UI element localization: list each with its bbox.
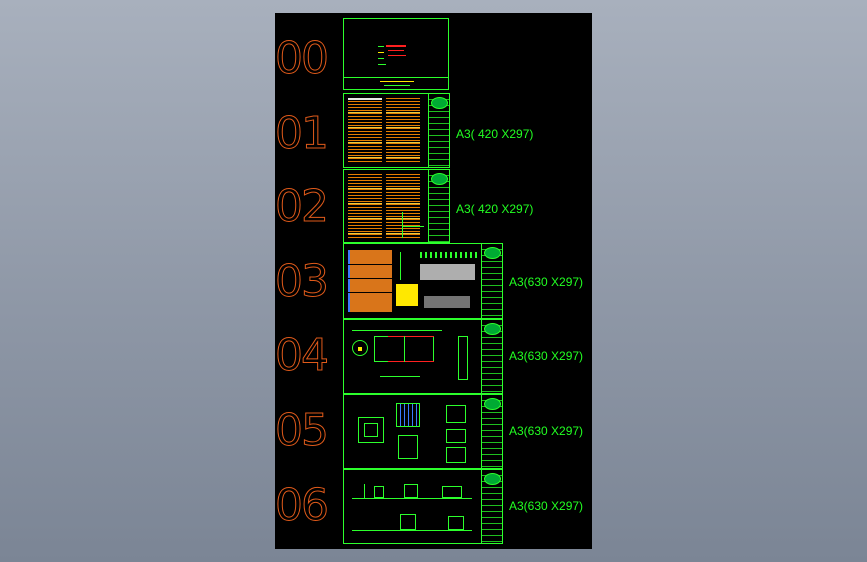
sheet-06-format-label: A3(630 X297) [509, 499, 584, 513]
sheet-number-03: 03 [275, 256, 330, 307]
sheet-03-frame[interactable] [343, 243, 503, 319]
sheet-04-title-block [481, 320, 502, 393]
cover-sheet-frame[interactable] [343, 18, 449, 90]
sheet-06-frame[interactable] [343, 469, 503, 544]
sheet-02-format-label: A3( 420 X297) [456, 202, 534, 216]
sheet-04-frame[interactable] [343, 319, 503, 394]
sheet-02-notes-left [348, 174, 382, 238]
sheet-05-frame[interactable] [343, 394, 503, 469]
sheet-number-04: 04 [275, 330, 330, 381]
sheet-02-notes-right [386, 174, 420, 238]
sheet-01-frame[interactable] [343, 93, 450, 168]
cad-model-space[interactable]: 00 01 02 03 04 05 06 A3( 420 X297) A3( 4… [275, 13, 592, 549]
sheet-02-frame[interactable] [343, 169, 450, 243]
sheet-number-01: 01 [275, 108, 330, 159]
sheet-05-title-block [481, 395, 502, 468]
sheet-number-02: 02 [275, 181, 330, 232]
sheet-01-notes-right [386, 98, 420, 163]
sheet-04-format-label: A3(630 X297) [509, 349, 584, 363]
sheet-number-00: 00 [275, 33, 330, 84]
sheet-05-format-label: A3(630 X297) [509, 424, 584, 438]
sheet-03-title-block [481, 244, 502, 318]
sheet-01-notes-left [348, 98, 382, 163]
sheet-03-format-label: A3(630 X297) [509, 275, 584, 289]
sheet-06-title-block [481, 470, 502, 543]
sheet-number-06: 06 [275, 480, 330, 531]
sheet-01-format-label: A3( 420 X297) [456, 127, 534, 141]
sheet-number-05: 05 [275, 405, 330, 456]
sheet-01-title-block [428, 94, 449, 167]
sheet-02-title-block [428, 170, 449, 242]
